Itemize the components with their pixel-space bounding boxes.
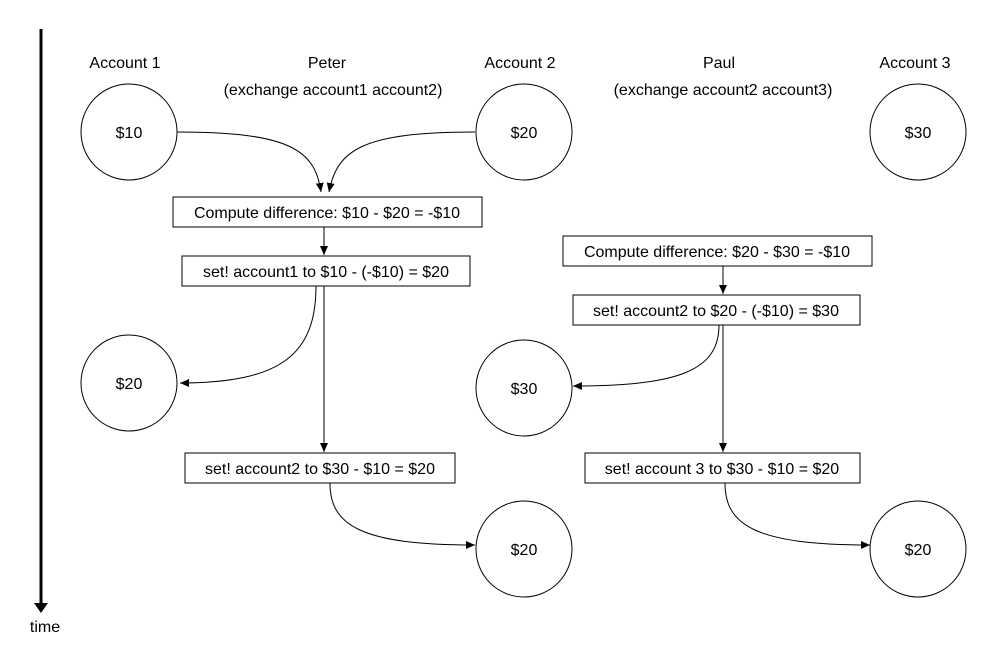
header-paul-call: (exchange account2 account3) <box>614 82 833 99</box>
circle-value: $20 <box>511 125 538 142</box>
box-label: set! account1 to $10 - (-$10) = $20 <box>203 264 449 281</box>
box-peter-set-account2: set! account2 to $30 - $10 = $20 <box>184 452 456 484</box>
box-peter-compute-difference: Compute difference: $10 - $20 = -$10 <box>172 196 483 228</box>
header-account3: Account 3 <box>879 55 950 72</box>
box-label: set! account2 to $30 - $10 = $20 <box>205 461 435 478</box>
edge-paul-set3-to-acc3 <box>724 482 871 549</box>
header-peter: Peter <box>308 55 347 72</box>
edge-acc1-to-peter-diff <box>176 131 324 193</box>
edge-acc2-to-peter-diff <box>326 131 476 193</box>
box-label: Compute difference: $20 - $30 = -$10 <box>584 244 850 261</box>
edge-peter-set2-to-acc2 <box>329 482 476 549</box>
box-label: Compute difference: $10 - $20 = -$10 <box>194 205 460 222</box>
time-axis-arrowhead <box>34 603 48 613</box>
edge-peter-set1-to-acc1 <box>179 285 317 387</box>
time-label: time <box>30 619 60 636</box>
circle-value: $20 <box>116 376 143 393</box>
circle-value: $20 <box>905 542 932 559</box>
circle-value: $10 <box>116 125 143 142</box>
circle-acc2-start: $20 <box>475 83 573 181</box>
box-peter-set-account1: set! account1 to $10 - (-$10) = $20 <box>181 255 471 287</box>
circle-acc1-start: $10 <box>80 83 178 181</box>
header-peter-call: (exchange account1 account2) <box>224 82 443 99</box>
box-paul-compute-difference: Compute difference: $20 - $30 = -$10 <box>562 235 873 267</box>
header-account2: Account 2 <box>484 55 555 72</box>
circle-acc2-after-peter: $20 <box>475 500 573 598</box>
circle-acc2-after-paul: $30 <box>475 339 573 437</box>
box-paul-set-account3: set! account 3 to $30 - $10 = $20 <box>584 452 861 484</box>
circle-acc3-after: $20 <box>869 500 967 598</box>
circle-acc3-start: $30 <box>869 83 967 181</box>
edge-paul-set2-to-acc2 <box>572 324 720 390</box>
circle-value: $20 <box>511 542 538 559</box>
header-account1: Account 1 <box>89 55 160 72</box>
box-label: set! account 3 to $30 - $10 = $20 <box>605 461 839 478</box>
header-paul: Paul <box>703 55 735 72</box>
box-label: set! account2 to $20 - (-$10) = $30 <box>593 303 839 320</box>
circle-value: $30 <box>905 125 932 142</box>
circle-value: $30 <box>511 381 538 398</box>
circle-acc1-after: $20 <box>80 334 178 432</box>
box-paul-set-account2: set! account2 to $20 - (-$10) = $30 <box>572 294 861 326</box>
